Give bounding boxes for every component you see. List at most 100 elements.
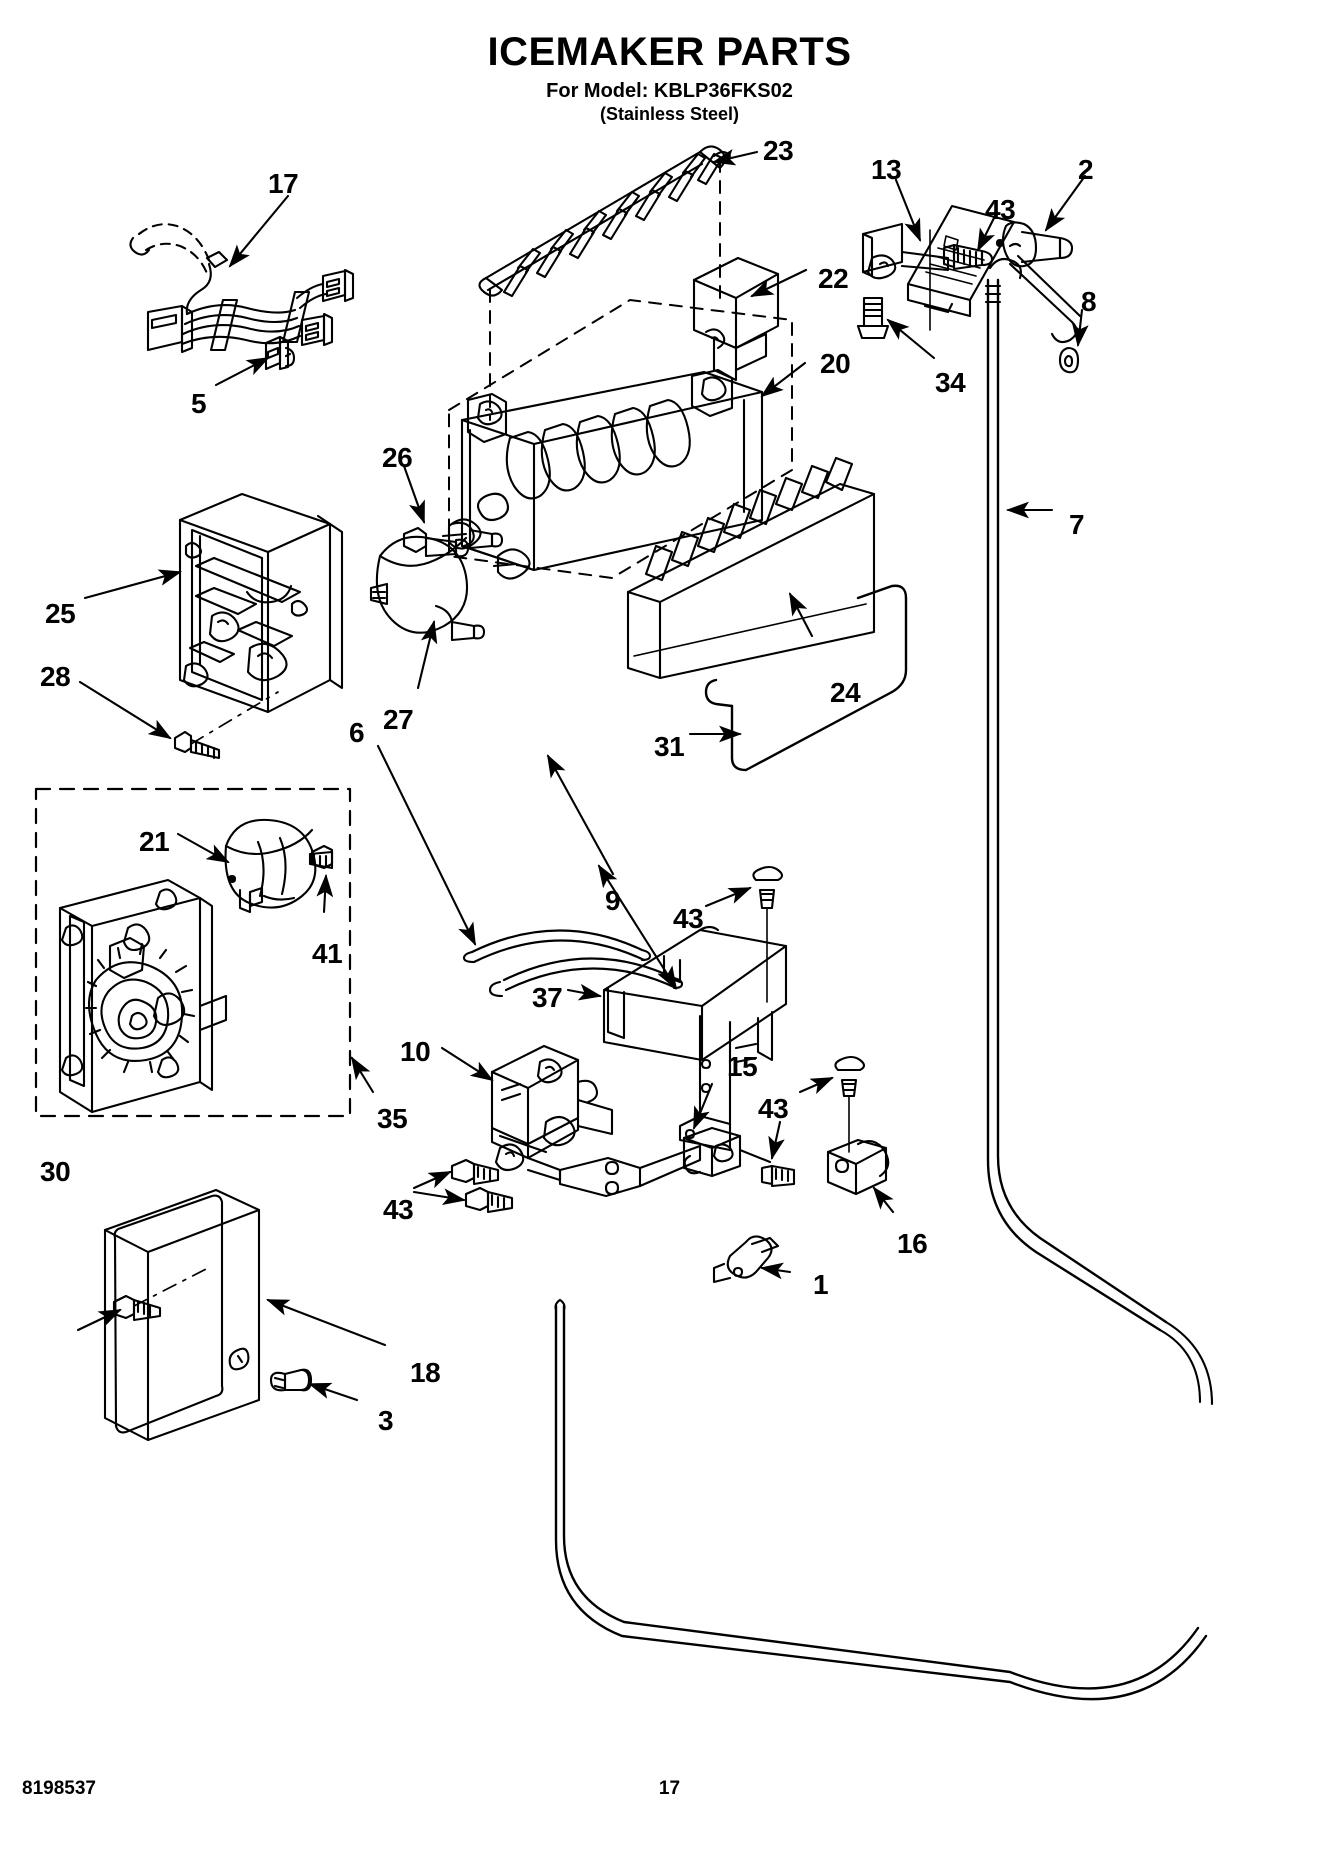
leader-20 [760,361,807,398]
callout-28: 28 [40,661,71,692]
part-ice-stripper [478,145,732,298]
leader-24 [788,592,814,638]
leader-43-clamp [768,1120,785,1161]
leader-43-valve-a [412,1170,452,1190]
leader-30 [76,1308,122,1332]
page-footer: 8198537 17 [0,1778,1339,1808]
part-screw-43-retainer [834,1055,866,1153]
page-header: ICEMAKER PARTS For Model: KBLP36FKS02 (S… [0,32,1339,125]
assembly-boundary-35 [34,787,352,1118]
part-screw-43-valve [450,1158,514,1214]
leader-43-top [976,214,997,252]
callout-34: 34 [935,367,966,398]
callout-13: 13 [871,154,902,185]
leader-5 [214,356,270,387]
callout-17: 17 [268,168,299,199]
callout-5: 5 [191,388,207,419]
callout-7: 7 [1069,509,1085,540]
assembly-boundary-20 [448,299,793,579]
leader-43-retainer [798,1076,834,1095]
part-mounting-stud [402,526,470,558]
part-tube-clamp [682,1126,772,1178]
leader-16 [872,1186,895,1214]
part-icemaker-housing [178,492,344,714]
callout-37: 37 [532,982,563,1013]
leader-15 [692,1082,714,1130]
leader-13 [894,178,922,242]
callout-30: 30 [40,1156,71,1187]
leader-23 [711,149,759,166]
callout-24: 24 [830,677,861,708]
part-access-cover [103,1188,261,1442]
footer-page-number: 17 [658,1778,681,1799]
part-water-tube-9 [488,957,684,998]
part-mold-heater-motor [369,521,504,642]
leader-17 [228,194,290,268]
leader-1 [759,1262,792,1280]
callout-23: 23 [763,135,794,166]
callout-6: 6 [349,717,365,748]
part-screw-34 [856,296,890,340]
leader-41 [316,873,334,914]
part-water-fill-cup [692,256,780,382]
part-screw-30 [112,1294,162,1322]
callout-2: 2 [1078,154,1094,185]
footer-part-code: 8198537 [22,1778,96,1799]
callout-43-valve: 43 [383,1194,414,1225]
leader-10 [440,1046,494,1082]
leader-28 [78,680,172,740]
page-title: ICEMAKER PARTS [487,30,852,74]
leader-26 [402,464,426,524]
callout-16: 16 [897,1228,928,1259]
part-water-tube-7 [984,254,1214,1406]
callout-31: 31 [654,731,685,762]
part-screw-43-shield [752,865,784,1003]
leader-43-valve-b [412,1188,467,1205]
part-water-inlet-valve [490,1044,702,1198]
part-shutoff-arm [704,584,908,772]
part-screw-43-top [942,243,994,271]
callout-8: 8 [1081,286,1097,317]
callout-3: 3 [378,1405,394,1436]
part-tube-retainer [826,1138,890,1196]
leader-3 [308,1382,359,1402]
leader-25 [83,569,183,600]
part-screw-28 [173,730,221,760]
leader-22 [750,268,808,298]
leader-6 [376,744,477,946]
callout-21: 21 [139,826,170,857]
model-line: For Model: KBLP36FKS02 [546,80,793,102]
part-screw-41 [308,844,334,870]
part-ice-ejector-arm [626,456,876,680]
leader-35 [350,1056,375,1094]
part-harness-clip [264,335,296,371]
leader-37 [566,983,603,1001]
part-water-tube-6 [462,929,652,964]
callout-15: 15 [727,1051,758,1082]
callout-10: 10 [400,1036,431,1067]
leader-8 [1072,308,1089,348]
callout-41: 41 [312,938,343,969]
leader-21 [176,832,230,864]
callout-43-shield: 43 [673,903,704,934]
callout-22: 22 [818,263,849,294]
part-elbow-fitting [712,1235,780,1284]
leader-43-shield [704,886,752,908]
callout-1: 1 [813,1269,829,1300]
callout-26: 26 [382,442,413,473]
part-screw-43-clamp [760,1164,796,1188]
callout-9: 9 [605,885,621,916]
part-push-in-plug [269,1368,313,1392]
part-ice-mold-assembly [441,368,764,580]
part-wire-harness [129,223,355,354]
leader-2 [1044,174,1087,232]
callout-20: 20 [820,348,851,379]
variant-line: (Stainless Steel) [599,104,740,124]
part-supply-tube-bottom [554,1298,1208,1701]
part-seal-washer [1058,346,1080,374]
leader-34 [886,318,936,360]
part-motor-gearbox [58,878,228,1114]
